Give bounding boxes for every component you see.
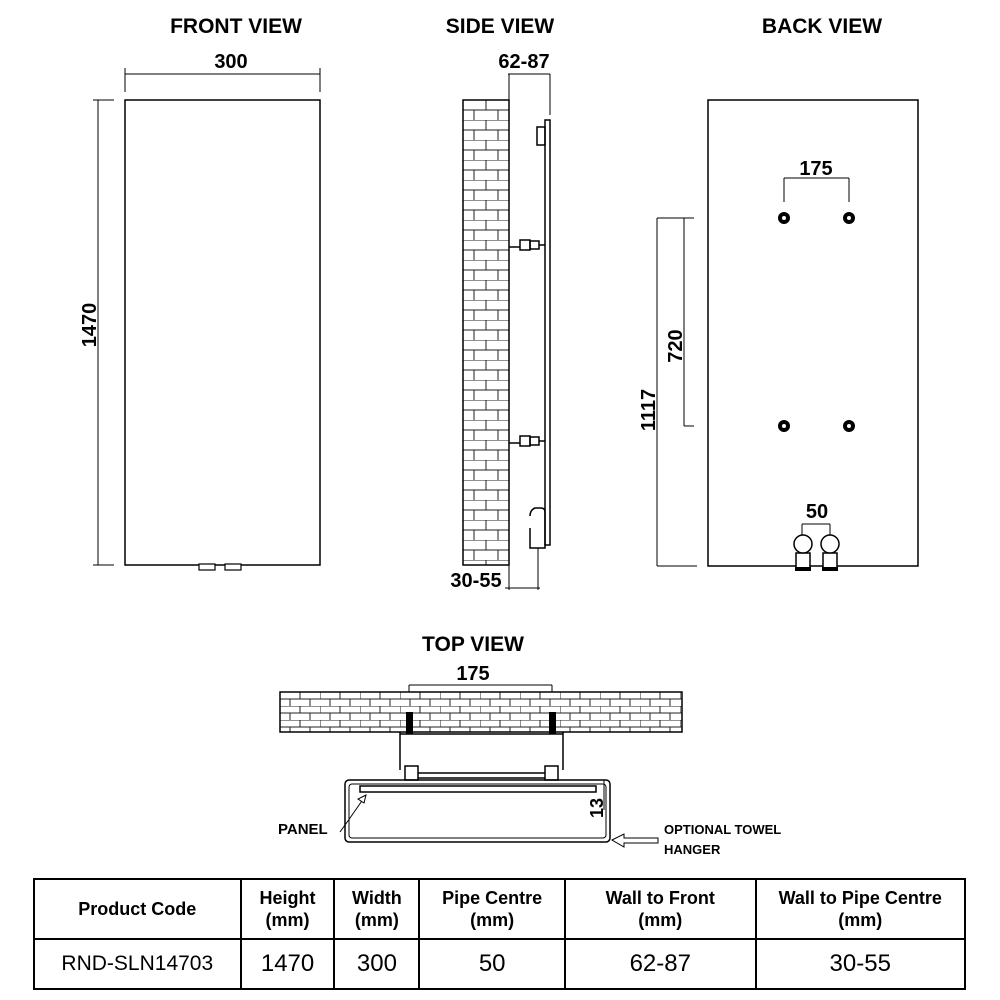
back-valve-right <box>820 534 840 571</box>
cell-height: 1470 <box>239 938 336 990</box>
header-wall-to-pipe-centre: Wall to Pipe Centre(mm) <box>754 878 966 940</box>
top-panel <box>359 785 597 793</box>
technical-drawing: FRONT VIEW 300 1470 SIDE VIEW 62-87 <box>79 15 919 857</box>
back-valve-left <box>793 534 813 571</box>
spec-table-header-row: Product Code Height(mm) Width(mm) Pipe C… <box>33 878 966 940</box>
back-fixing-point-bottom-right <box>843 420 855 432</box>
side-pipe-elbow <box>529 507 546 549</box>
header-product-code: Product Code <box>33 878 242 940</box>
header-pipe-centre: Pipe Centre(mm) <box>418 878 567 940</box>
side-wall-to-pipe-label: 30-55 <box>450 570 501 592</box>
top-towel-hanger-arrow <box>610 833 659 848</box>
side-brick-wall <box>462 99 510 566</box>
side-panel <box>544 119 551 546</box>
header-width: Width(mm) <box>333 878 421 940</box>
side-top-cap <box>536 126 546 146</box>
front-view-title: FRONT VIEW <box>170 15 302 38</box>
top-towel-hanger-frame <box>344 779 611 843</box>
top-gap-label: 13 <box>587 798 607 818</box>
front-width-label: 300 <box>214 51 247 73</box>
front-view: FRONT VIEW 300 1470 <box>79 15 321 571</box>
cell-wall-to-pipe-centre: 30-55 <box>754 938 966 990</box>
top-view-title: TOP VIEW <box>422 633 524 656</box>
front-height-label: 1470 <box>79 303 101 348</box>
back-bracket-spacing-label: 175 <box>799 158 832 180</box>
back-view: BACK VIEW 175 720 1117 50 <box>638 15 919 571</box>
side-view: SIDE VIEW 62-87 30-55 <box>446 15 555 592</box>
cell-wall-to-front: 62-87 <box>564 938 757 990</box>
top-brick-wall <box>279 691 683 733</box>
side-bracket-lower <box>509 435 545 447</box>
top-bracket-spacing-label: 175 <box>456 663 489 685</box>
spec-table: Product Code Height(mm) Width(mm) Pipe C… <box>33 878 966 990</box>
back-fixing-point-top-right <box>843 212 855 224</box>
back-view-title: BACK VIEW <box>762 15 882 38</box>
back-height-to-bracket-label: 1117 <box>638 389 660 431</box>
front-panel <box>124 99 321 566</box>
back-bracket-vertical-label: 720 <box>665 329 687 362</box>
side-wall-to-front-label: 62-87 <box>498 51 549 73</box>
front-valve-right <box>224 563 242 571</box>
spec-table-row: RND-SLN14703 1470 300 50 62-87 30-55 <box>33 938 966 990</box>
top-view: TOP VIEW 175 13 PANEL <box>278 633 781 857</box>
side-bracket-upper <box>509 239 545 251</box>
back-pipe-centre-label: 50 <box>806 501 828 523</box>
back-fixing-point-top-left <box>778 212 790 224</box>
back-panel <box>707 99 919 567</box>
top-towel-hanger-label-line1: OPTIONAL TOWEL <box>664 822 781 837</box>
top-wall-plug-right <box>549 712 556 734</box>
top-bracket-assembly <box>399 732 564 781</box>
cell-pipe-centre: 50 <box>418 938 567 990</box>
top-panel-callout-arrow <box>357 794 367 804</box>
header-height: Height(mm) <box>239 878 336 940</box>
top-towel-hanger-label-line2: HANGER <box>664 842 721 857</box>
cell-width: 300 <box>333 938 421 990</box>
top-wall-plug-left <box>406 712 413 734</box>
top-panel-callout-leader <box>339 794 367 833</box>
front-valve-left <box>198 563 216 571</box>
header-wall-to-front: Wall to Front(mm) <box>564 878 757 940</box>
cell-product-code: RND-SLN14703 <box>33 938 242 990</box>
top-towel-hanger-inner <box>348 783 607 839</box>
top-panel-callout-label: PANEL <box>278 821 328 838</box>
back-fixing-point-bottom-left <box>778 420 790 432</box>
side-view-title: SIDE VIEW <box>446 15 555 38</box>
